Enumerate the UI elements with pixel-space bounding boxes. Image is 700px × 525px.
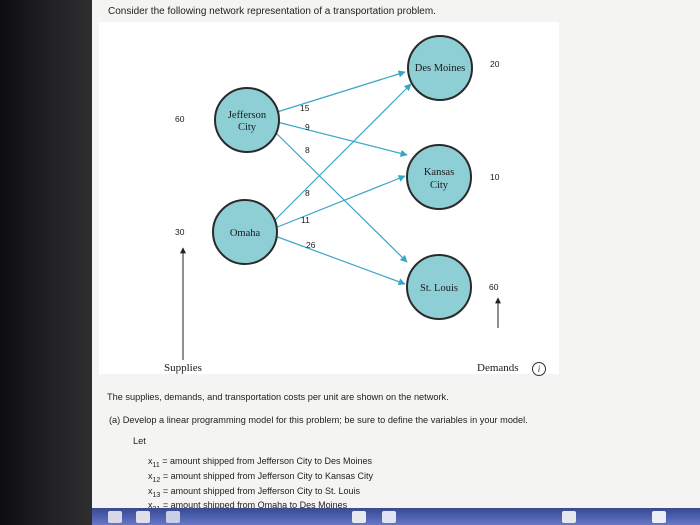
network-figure: 15 9 8 8 11 26 Jefferson City Omaha Des …: [99, 22, 559, 374]
part-a-text: (a) Develop a linear programming model f…: [109, 415, 528, 425]
demands-label: Demands: [477, 362, 519, 374]
variable-definition: x13 = amount shipped from Jefferson City…: [148, 486, 360, 499]
node-des-moines: Des Moines: [407, 35, 473, 101]
node-st-louis: St. Louis: [406, 254, 472, 320]
monitor-bezel-left: [0, 0, 92, 525]
supply-value: 60: [175, 114, 185, 124]
svg-text:City: City: [238, 122, 257, 133]
edge-omaha-desmoines: [272, 83, 412, 223]
taskbar: [92, 508, 700, 525]
svg-text:Des Moines: Des Moines: [415, 63, 465, 74]
edge-jefferson-desmoines: [276, 70, 406, 113]
cost-label: 9: [305, 122, 310, 132]
svg-text:Kansas: Kansas: [424, 167, 454, 178]
taskbar-app-icon[interactable]: [136, 511, 150, 523]
svg-text:Jefferson: Jefferson: [228, 110, 267, 121]
node-jefferson-city: Jefferson City: [214, 87, 280, 153]
network-diagram: 15 9 8 8 11 26 Jefferson City Omaha Des …: [164, 35, 519, 374]
cost-label: 8: [305, 145, 310, 155]
edge-omaha-kansas: [274, 175, 406, 229]
edge-jefferson-stlouis: [274, 131, 408, 263]
supplies-label: Supplies: [164, 362, 202, 374]
taskbar-app-icon[interactable]: [166, 511, 180, 523]
cost-label: 26: [306, 240, 316, 250]
taskbar-app-icon[interactable]: [652, 511, 666, 523]
variable-definition: x12 = amount shipped from Jefferson City…: [148, 471, 373, 484]
info-icon[interactable]: i: [532, 362, 546, 376]
let-label: Let: [133, 436, 146, 446]
edge-omaha-stlouis: [274, 235, 406, 286]
svg-text:St. Louis: St. Louis: [420, 283, 458, 294]
node-kansas-city: Kansas City: [406, 144, 472, 210]
supply-value: 30: [175, 227, 185, 237]
intro-text: The supplies, demands, and transportatio…: [107, 392, 449, 402]
cost-label: 15: [300, 103, 310, 113]
demand-value: 10: [490, 172, 500, 182]
question-text: Consider the following network represent…: [108, 6, 436, 17]
cost-label: 11: [301, 215, 310, 225]
variable-definition: x11 = amount shipped from Jefferson City…: [148, 456, 372, 469]
svg-text:City: City: [430, 180, 449, 191]
demand-value: 60: [489, 282, 499, 292]
taskbar-app-icon[interactable]: [562, 511, 576, 523]
taskbar-app-icon[interactable]: [352, 511, 366, 523]
svg-text:Omaha: Omaha: [230, 228, 261, 239]
node-omaha: Omaha: [212, 199, 278, 265]
cost-label: 8: [305, 188, 310, 198]
edge-jefferson-kansas: [276, 121, 408, 157]
taskbar-app-icon[interactable]: [382, 511, 396, 523]
taskbar-app-icon[interactable]: [108, 511, 122, 523]
demand-value: 20: [490, 59, 500, 69]
